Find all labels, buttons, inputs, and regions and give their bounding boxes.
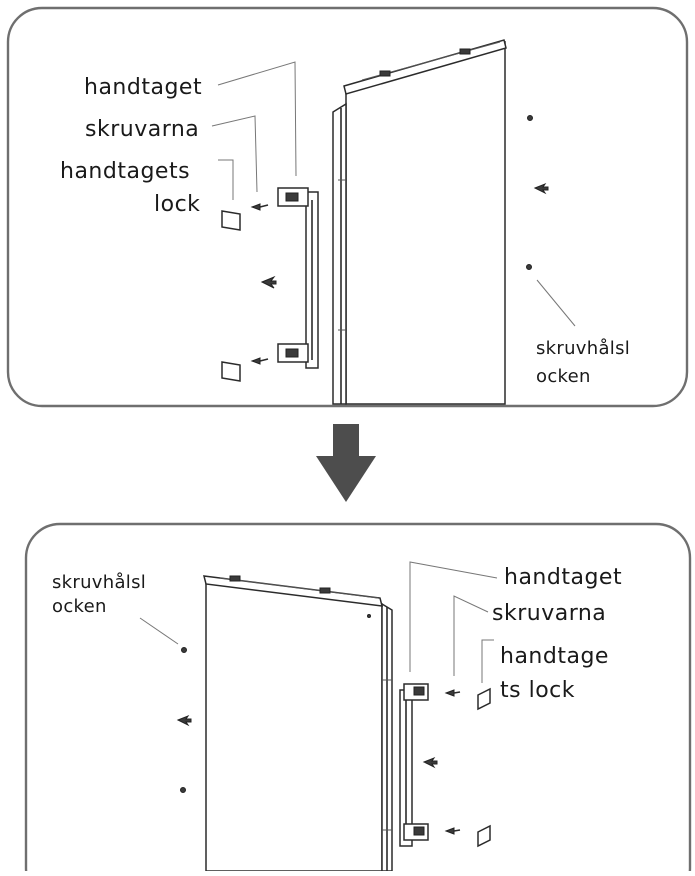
top-label-hole-cover-1: skruvhålsl <box>536 338 630 359</box>
bottom-label-screws: skruvarna <box>492 601 606 626</box>
bottom-handle-cover-upper <box>477 687 491 711</box>
top-label-handle: handtaget <box>84 75 202 100</box>
top-hole-2 <box>526 264 532 270</box>
top-label-cover-2: lock <box>154 192 200 217</box>
top-label-cover-1: handtagets <box>60 159 190 184</box>
bottom-label-handle: handtaget <box>504 565 622 590</box>
top-door <box>332 39 507 405</box>
bottom-screw-upper <box>444 689 461 697</box>
bottom-handle <box>399 683 429 847</box>
top-handle <box>277 187 319 369</box>
top-hole-1 <box>527 115 533 121</box>
bottom-hole-arrow <box>176 714 192 727</box>
top-direction-arrow <box>260 275 277 289</box>
bottom-leader-screws <box>453 595 489 676</box>
bottom-label-hole-cover-2: ocken <box>52 596 107 617</box>
top-leader-cover <box>218 159 234 200</box>
bottom-direction-arrow <box>422 756 438 769</box>
top-screw-lower <box>250 357 269 365</box>
top-leader-handle <box>217 61 297 177</box>
bottom-hole-1 <box>181 647 187 653</box>
down-arrow <box>316 424 376 502</box>
top-handle-cover-lower <box>221 361 241 382</box>
bottom-hole-2 <box>180 787 186 793</box>
bottom-leader-cover <box>481 639 494 683</box>
top-label-hole-cover-2: ocken <box>536 366 591 387</box>
top-handle-cover-upper <box>221 210 241 231</box>
bottom-label-hole-cover-1: skruvhålsl <box>52 572 146 593</box>
bottom-screw-lower <box>444 827 461 835</box>
bottom-door <box>203 575 393 872</box>
top-leader-screws <box>211 115 258 193</box>
top-screw-upper <box>250 203 269 211</box>
bottom-handle-cover-lower <box>477 824 491 848</box>
top-leader-hole-cover <box>536 279 576 327</box>
bottom-leader-handle <box>409 561 498 672</box>
bottom-label-cover-2: ts lock <box>500 678 575 703</box>
top-hole-arrow <box>533 182 549 195</box>
top-label-screws: skruvarna <box>85 117 199 142</box>
top-panel: handtaget skruvarna handtagets lock skru… <box>6 6 689 408</box>
bottom-panel: skruvhålsl ocken handtaget skruvarna han… <box>24 522 692 876</box>
bottom-leader-hole-cover <box>139 617 179 645</box>
bottom-label-cover-1: handtage <box>500 644 609 669</box>
